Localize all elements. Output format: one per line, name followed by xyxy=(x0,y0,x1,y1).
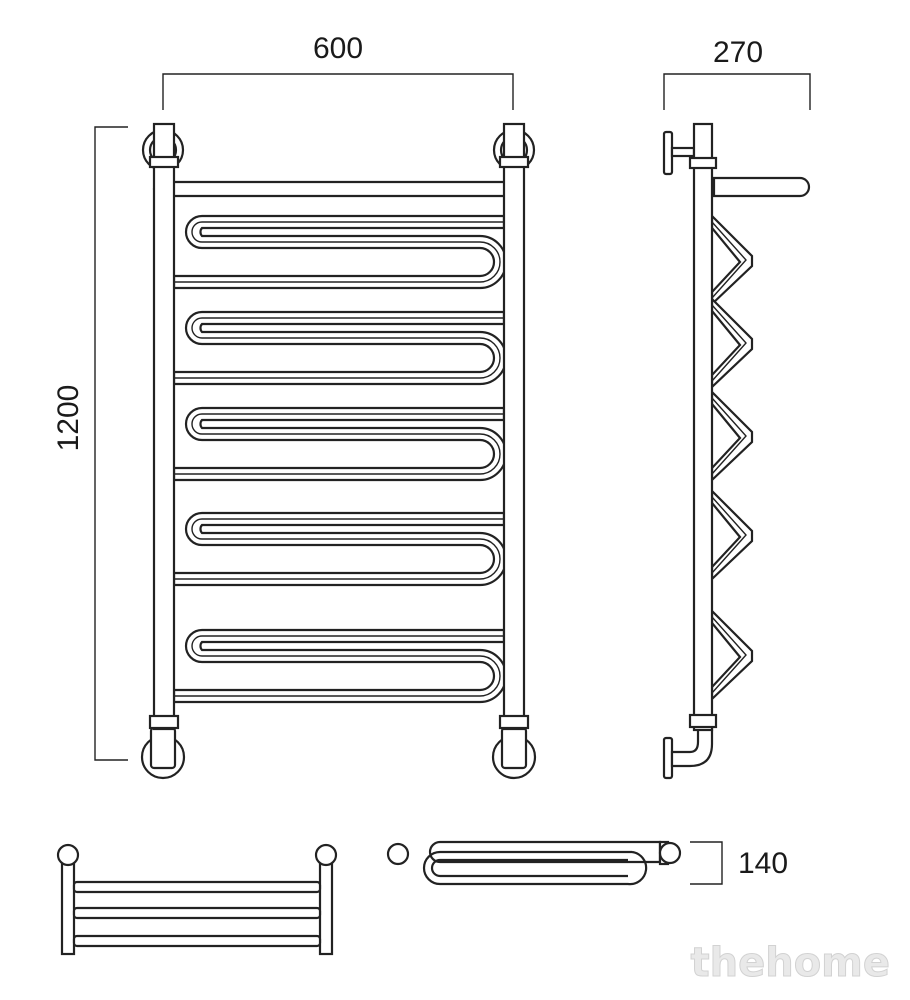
width-label: 600 xyxy=(313,32,363,65)
bottom-left-mount xyxy=(140,726,186,780)
right-riser xyxy=(498,122,530,731)
bottom-right-mount xyxy=(491,726,537,780)
side-hooks xyxy=(710,213,754,702)
side-hook xyxy=(710,608,754,702)
side-top-bracket xyxy=(662,130,696,176)
depth-dimension: 270 xyxy=(663,36,811,110)
side-hook xyxy=(710,488,754,582)
top-view-shelf xyxy=(56,843,338,956)
top-depth-label: 140 xyxy=(738,847,788,880)
side-view: 270 xyxy=(662,36,811,780)
front-view: 600 1200 xyxy=(52,32,537,780)
watermark-logo: thehome xyxy=(691,940,891,986)
heating-loop xyxy=(172,310,508,386)
heating-loop xyxy=(172,406,508,482)
left-riser xyxy=(148,122,180,731)
side-hook xyxy=(710,296,754,390)
side-shelf xyxy=(712,176,811,198)
depth-label: 270 xyxy=(713,36,763,69)
loop-profile-view: 140 xyxy=(386,840,788,886)
heating-loop xyxy=(172,214,508,290)
side-hook xyxy=(710,389,754,483)
side-riser xyxy=(692,122,714,732)
heating-loops xyxy=(172,214,508,704)
top-shelf-bar xyxy=(152,180,524,198)
height-dimension: 1200 xyxy=(52,126,128,761)
side-bottom-bracket xyxy=(662,726,714,780)
side-hook xyxy=(710,213,754,307)
heating-loop xyxy=(172,628,508,704)
top-depth-dimension: 140 xyxy=(690,841,788,885)
width-dimension: 600 xyxy=(162,32,514,110)
height-label: 1200 xyxy=(52,385,85,452)
heating-loop xyxy=(172,511,508,587)
